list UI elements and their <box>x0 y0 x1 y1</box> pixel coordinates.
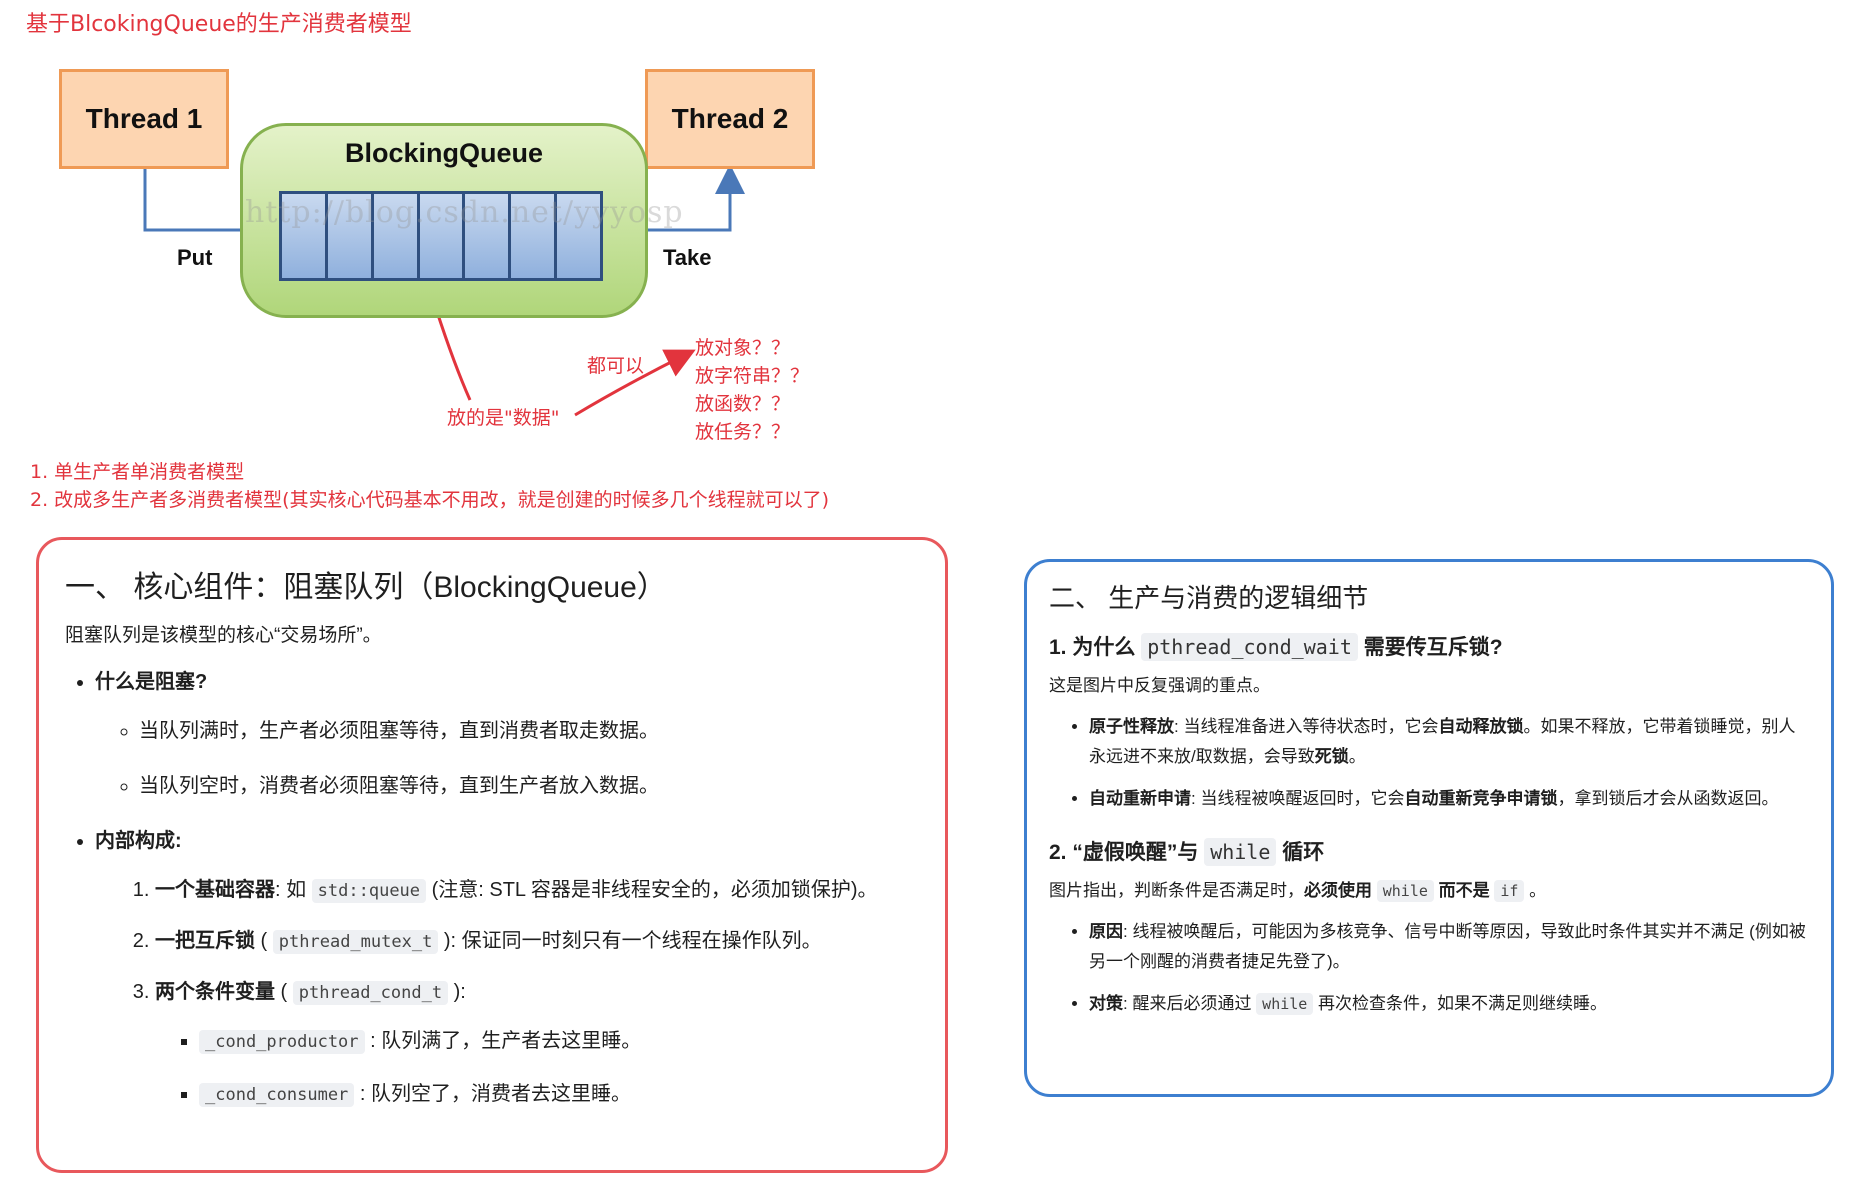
logic-details-panel: 二、 生产与消费的逻辑细节 1. 为什么 pthread_cond_wait 需… <box>1024 559 1834 1097</box>
put-arrow <box>143 169 288 245</box>
code-snippet: while <box>1376 880 1434 902</box>
blocking-queue-panel: 一、 核心组件：阻塞队列（BlockingQueue） 阻塞队列是该模型的核心“… <box>36 537 948 1173</box>
left-panel-list: 什么是阻塞? 当队列满时，生产者必须阻塞等待，直到消费者取走数据。 当队列空时，… <box>65 665 919 1112</box>
queue-slot <box>327 194 374 278</box>
item-text: ): <box>448 981 466 1003</box>
item-text: 。如果不释放，它带着锁睡觉，别人永远进不来放/取数据，会导致 <box>1089 717 1796 766</box>
item-bold: 自动释放锁 <box>1438 717 1524 736</box>
question-2-heading: 2. “虚假唤醒”与 while 循环 <box>1049 836 1809 866</box>
item-text: ): 保证同一时刻只有一个线程在操作队列。 <box>438 930 822 952</box>
queue-slot <box>511 194 558 278</box>
item-text: 再次检查条件，如果不满足则继续睡。 <box>1313 994 1608 1013</box>
list-item: 内部构成: 一个基础容器: 如 std::queue (注意: STL 容器是非… <box>95 824 919 1112</box>
item-text: (注意: STL 容器是非线程安全的，必须加锁保护)。 <box>426 879 878 901</box>
what-is-blocking-label: 什么是阻塞? <box>95 671 208 693</box>
list-item: 原子性释放: 当线程准备进入等待状态时，它会自动释放锁。如果不释放，它带着锁睡觉… <box>1089 712 1809 772</box>
option-function: 放函数？？ <box>695 393 791 415</box>
code-snippet: _cond_consumer <box>199 1083 355 1107</box>
question-1-sub: 这是图片中反复强调的重点。 <box>1049 676 1270 695</box>
put-label: Put <box>177 245 213 270</box>
left-panel-heading: 一、 核心组件：阻塞队列（BlockingQueue） <box>65 571 667 604</box>
item-text: : 队列空了，消费者去这里睡。 <box>354 1083 631 1105</box>
item-bold: 原因 <box>1089 922 1123 941</box>
right-panel-heading: 二、 生产与消费的逻辑细节 <box>1049 583 1369 613</box>
list-item: 当队列满时，生产者必须阻塞等待，直到消费者取走数据。 <box>139 714 919 743</box>
any-arrow <box>574 349 696 417</box>
thread-1-box: Thread 1 <box>59 69 229 169</box>
item-text: : 队列满了，生产者去这里睡。 <box>364 1030 642 1052</box>
item-text: : 醒来后必须通过 <box>1123 994 1257 1013</box>
queue-slot <box>465 194 512 278</box>
sub-text: 图片指出，判断条件是否满足时， <box>1049 881 1304 900</box>
item-text: : 当线程准备进入等待状态时，它会 <box>1174 717 1439 736</box>
option-object: 放对象？？ <box>695 337 791 359</box>
list-item: 两个条件变量 ( pthread_cond_t ): _cond_product… <box>155 975 919 1112</box>
question-2-list: 原因: 线程被唤醒后，可能因为多核竞争、信号中断等原因，导致此时条件其实并不满足… <box>1049 917 1809 1019</box>
page-title: 基于BlcokingQueue的生产消费者模型 <box>26 12 412 37</box>
item-bold: 一个基础容器 <box>155 879 275 901</box>
item-bold: 自动重新竞争申请锁 <box>1404 789 1558 808</box>
list-item: 一个基础容器: 如 std::queue (注意: STL 容器是非线程安全的，… <box>155 873 919 908</box>
any-annotation: 都可以 <box>587 355 645 377</box>
item-text: : 线程被唤醒后，可能因为多核竞争、信号中断等原因，导致此时条件其实并不满足 (… <box>1089 922 1806 971</box>
item-text: ，拿到锁后才会从函数返回。 <box>1557 789 1779 808</box>
item-bold: 死锁 <box>1314 747 1349 766</box>
list-item: _cond_consumer : 队列空了，消费者去这里睡。 <box>199 1077 919 1112</box>
list-item: 原因: 线程被唤醒后，可能因为多核竞争、信号中断等原因，导致此时条件其实并不满足… <box>1089 917 1809 977</box>
code-snippet: _cond_productor <box>199 1030 365 1054</box>
thread-2-box: Thread 2 <box>645 69 815 169</box>
heading-text: 需要传互斥锁? <box>1357 636 1503 659</box>
sub-bold: 必须使用 <box>1304 881 1377 900</box>
producer-consumer-diagram: Thread 1 Thread 2 BlockingQueue http://b… <box>55 65 845 455</box>
option-string: 放字符串？？ <box>695 365 810 387</box>
code-snippet: std::queue <box>311 879 427 903</box>
option-task: 放任务？？ <box>695 421 791 443</box>
queue-slots <box>279 191 603 281</box>
sub-text: 。 <box>1524 881 1547 900</box>
item-bold: 一把互斥锁 <box>155 930 255 952</box>
handwritten-notes: 1. 单生产者单消费者模型 2. 改成多生产者多消费者模型(其实核心代码基本不用… <box>30 458 829 514</box>
item-text: ( <box>255 930 273 952</box>
item-bold: 自动重新申请 <box>1089 789 1191 808</box>
list-item: 当队列空时，消费者必须阻塞等待，直到生产者放入数据。 <box>139 769 919 798</box>
internal-label: 内部构成: <box>95 830 182 852</box>
blocking-queue-box: BlockingQueue <box>240 123 648 318</box>
item-bold: 两个条件变量 <box>155 981 275 1003</box>
code-snippet: while <box>1204 838 1277 866</box>
list-item: 自动重新申请: 当线程被唤醒返回时，它会自动重新竞争申请锁，拿到锁后才会从函数返… <box>1089 784 1809 814</box>
heading-text: 1. 为什么 <box>1049 636 1142 659</box>
code-snippet: pthread_cond_wait <box>1141 633 1358 661</box>
note-1: 1. 单生产者单消费者模型 <box>30 461 245 483</box>
question-1-list: 原子性释放: 当线程准备进入等待状态时，它会自动释放锁。如果不释放，它带着锁睡觉… <box>1049 712 1809 814</box>
watermark: http://blog.csdn.net/yyyosp <box>245 195 684 230</box>
item-text: ( <box>275 981 293 1003</box>
code-snippet: pthread_cond_t <box>292 981 449 1005</box>
data-annotation: 放的是"数据" <box>447 407 560 429</box>
code-snippet: while <box>1256 993 1314 1015</box>
item-text: : 当线程被唤醒返回时，它会 <box>1191 789 1405 808</box>
take-label: Take <box>663 245 712 270</box>
list-item: _cond_productor : 队列满了，生产者去这里睡。 <box>199 1024 919 1059</box>
note-2: 2. 改成多生产者多消费者模型(其实核心代码基本不用改，就是创建的时候多几个线程… <box>30 489 829 511</box>
item-text: 。 <box>1348 747 1366 766</box>
item-bold: 原子性释放 <box>1089 717 1174 736</box>
queue-slot <box>419 194 466 278</box>
left-panel-intro: 阻塞队列是该模型的核心“交易场所”。 <box>65 625 382 646</box>
queue-slot <box>373 194 420 278</box>
list-item: 什么是阻塞? 当队列满时，生产者必须阻塞等待，直到消费者取走数据。 当队列空时，… <box>95 665 919 798</box>
item-text: : 如 <box>275 879 312 901</box>
sub-bold: 而不是 <box>1433 881 1495 900</box>
queue-slot <box>557 194 601 278</box>
code-snippet: pthread_mutex_t <box>272 930 439 954</box>
question-1-heading: 1. 为什么 pthread_cond_wait 需要传互斥锁? <box>1049 631 1809 661</box>
list-item: 一把互斥锁 ( pthread_mutex_t ): 保证同一时刻只有一个线程在… <box>155 924 919 959</box>
heading-text: 2. “虚假唤醒”与 <box>1049 841 1205 864</box>
item-bold: 对策 <box>1089 994 1123 1013</box>
heading-text: 循环 <box>1276 841 1325 864</box>
code-snippet: if <box>1494 880 1525 902</box>
list-item: 对策: 醒来后必须通过 while 再次检查条件，如果不满足则继续睡。 <box>1089 989 1809 1019</box>
question-2-sub: 图片指出，判断条件是否满足时，必须使用 while 而不是 if 。 <box>1049 876 1809 902</box>
queue-slot <box>282 194 328 278</box>
queue-title: BlockingQueue <box>344 138 544 168</box>
